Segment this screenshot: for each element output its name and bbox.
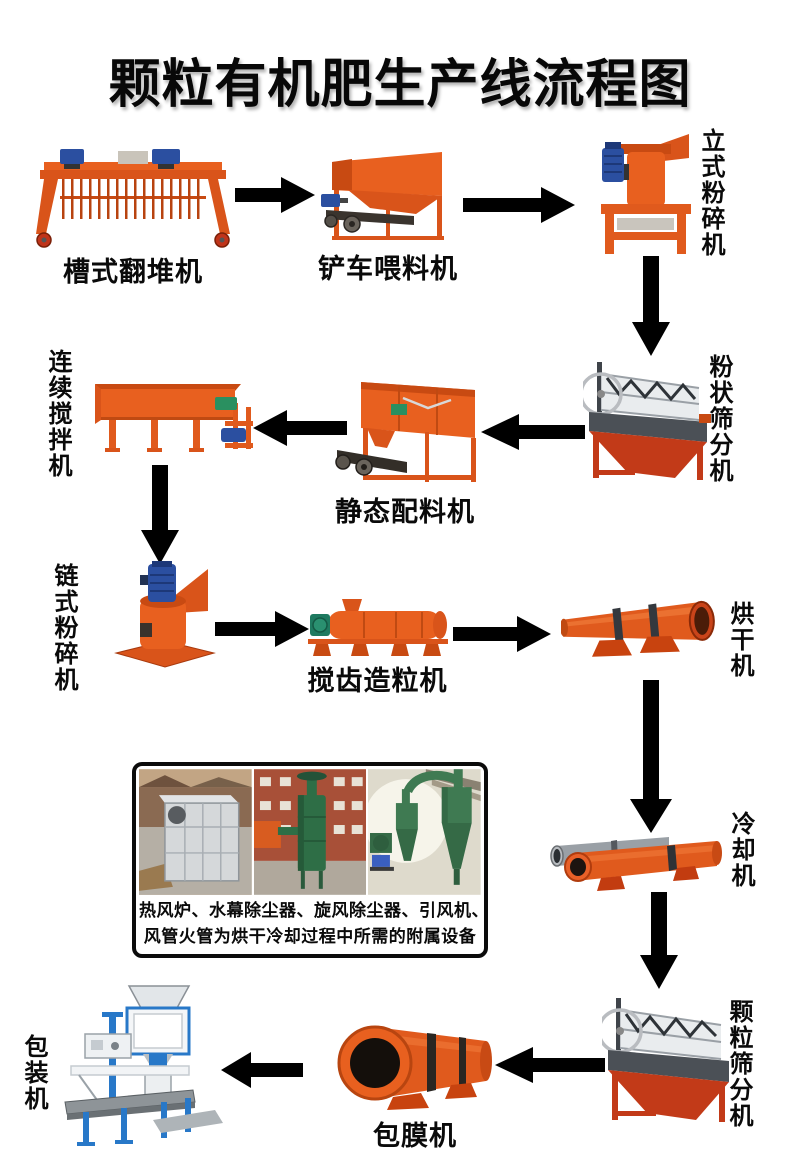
- tooth-granulator-image: [302, 597, 455, 660]
- cooler-image: [549, 829, 734, 894]
- arrow-turner-to-feeder: [235, 177, 315, 213]
- granule-screener-image: [602, 989, 733, 1123]
- arrow-crusher-to-granulator: [215, 611, 309, 647]
- granule-screener-label: 颗粒筛分机: [729, 1000, 754, 1130]
- packing-machine-label: 包装机: [24, 1035, 49, 1113]
- arrow-feeder-to-crusher: [463, 187, 575, 223]
- arrow-granulator-to-dryer: [453, 616, 551, 652]
- page-title: 颗粒有机肥生产线流程图: [108, 57, 692, 114]
- arrow-crusher-to-powder-screener: [632, 256, 670, 356]
- vertical-crusher-image: [597, 132, 696, 256]
- powder-screener-image: [583, 354, 711, 481]
- arrow-screener-to-coating: [495, 1047, 605, 1083]
- arrow-batcher-to-mixer: [253, 410, 347, 446]
- cooler-label: 冷却机: [731, 812, 756, 890]
- coating-machine-image: [335, 1017, 496, 1112]
- static-batcher-image: [333, 376, 480, 486]
- arrow-cooler-to-granule-screener: [640, 892, 678, 989]
- aux-photo-cyclone-dust-collector: [368, 769, 482, 895]
- trough-turner-image: [34, 146, 232, 252]
- coating-machine-label: 包膜机: [373, 1121, 457, 1151]
- aux-photo-hot-air-furnace: [139, 769, 252, 895]
- static-batcher-label: 静态配料机: [335, 497, 475, 527]
- auxiliary-photos: [139, 769, 482, 895]
- auxiliary-equipment-box: 热风炉、水幕除尘器、旋风除尘器、引风机、 风管火管为烘干冷却过程中所需的附属设备: [132, 762, 489, 958]
- arrow-screener-to-batcher: [481, 414, 585, 450]
- chain-crusher-label: 链式粉碎机: [54, 564, 79, 694]
- continuous-mixer-image: [95, 377, 255, 456]
- packing-machine-image: [57, 982, 226, 1153]
- auxiliary-caption-line2: 风管火管为烘干冷却过程中所需的附属设备: [143, 927, 477, 946]
- auxiliary-caption-line1: 热风炉、水幕除尘器、旋风除尘器、引风机、: [139, 901, 489, 920]
- chain-crusher-image: [110, 561, 220, 670]
- dryer-label: 烘干机: [730, 602, 755, 680]
- continuous-mixer-label: 连续搅拌机: [48, 350, 73, 480]
- tooth-granulator-label: 搅齿造粒机: [307, 666, 448, 696]
- aux-photo-water-curtain-dust-collector: [253, 769, 367, 895]
- auxiliary-caption: 热风炉、水幕除尘器、旋风除尘器、引风机、 风管火管为烘干冷却过程中所需的附属设备: [139, 898, 489, 950]
- loader-feeder-image: [318, 150, 456, 247]
- arrow-mixer-to-chain-crusher: [141, 465, 179, 564]
- arrow-dryer-to-cooler: [630, 680, 672, 833]
- dryer-image: [561, 591, 724, 664]
- loader-feeder-label: 铲车喂料机: [318, 254, 458, 284]
- trough-turner-label: 槽式翻堆机: [63, 257, 203, 287]
- arrow-coating-to-packing: [221, 1052, 303, 1088]
- powder-screener-label: 粉状筛分机: [709, 355, 734, 485]
- vertical-crusher-label: 立式粉碎机: [701, 129, 726, 259]
